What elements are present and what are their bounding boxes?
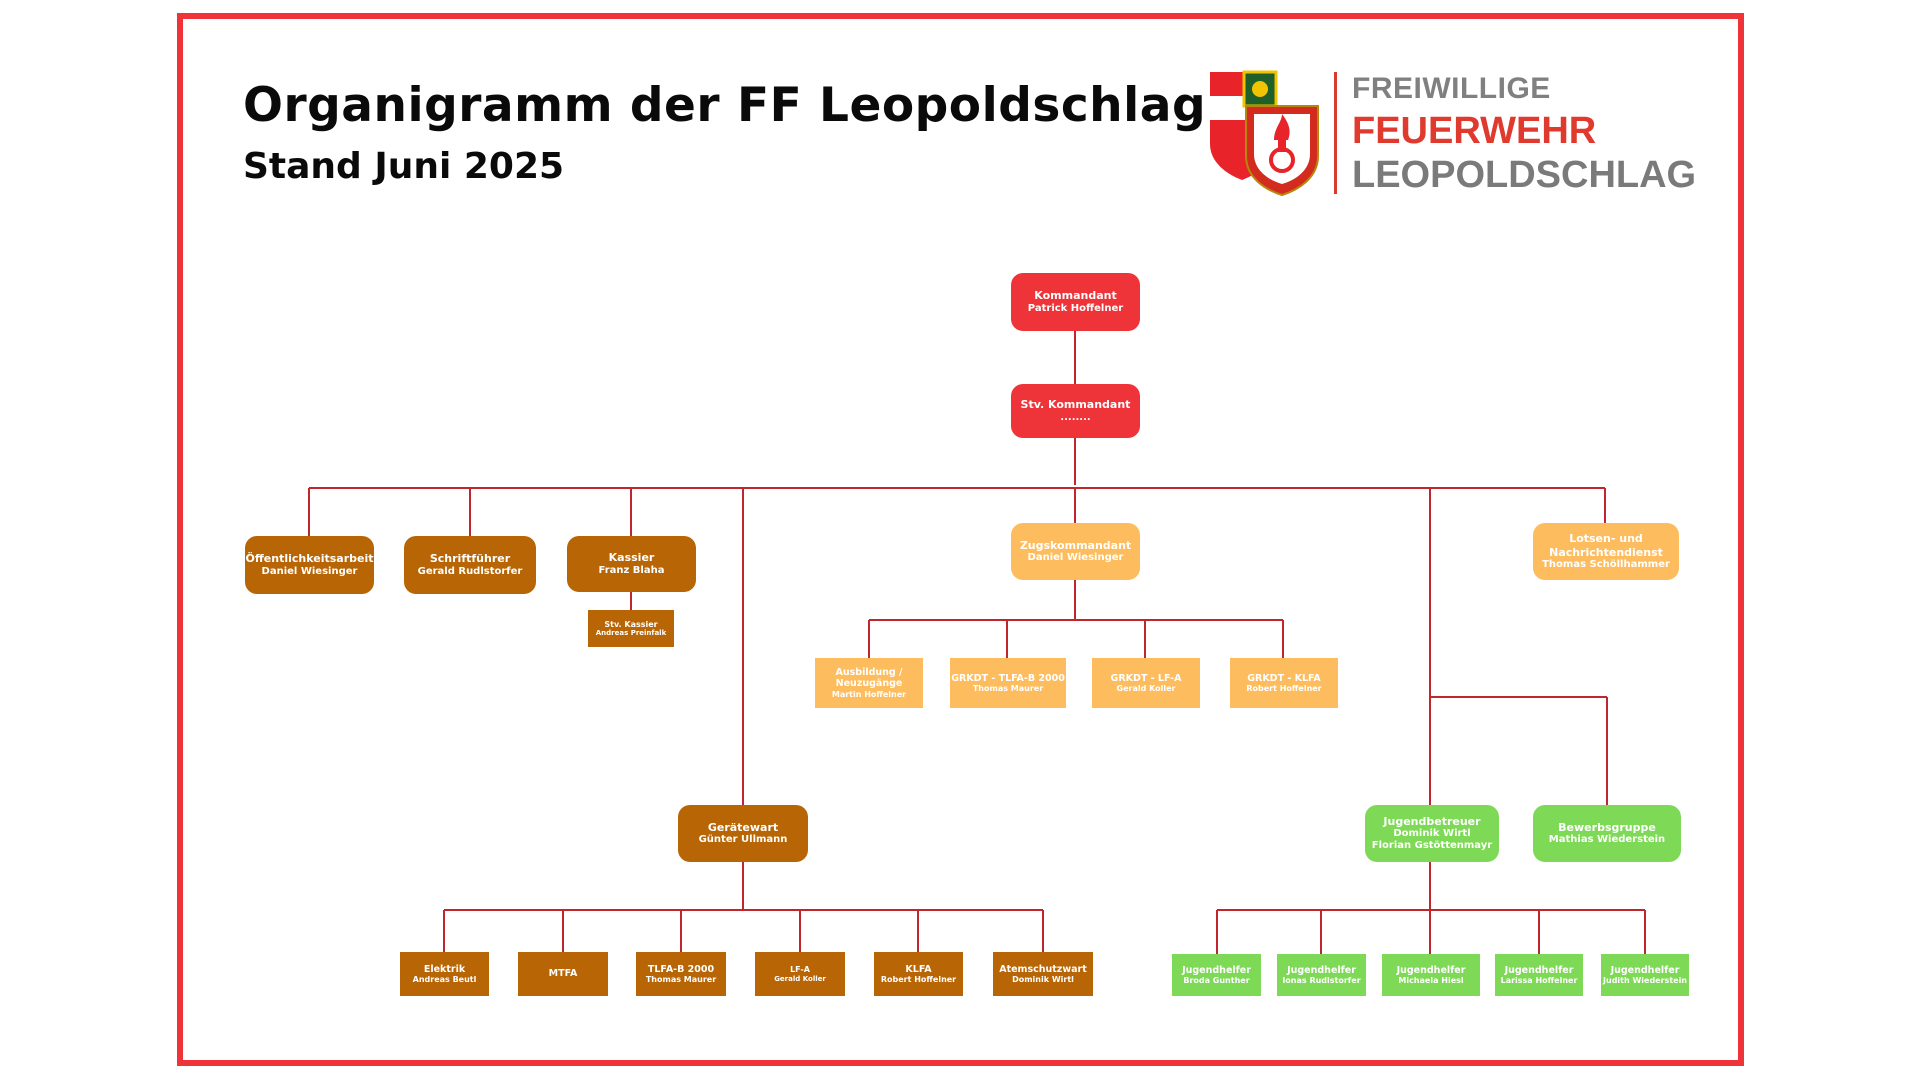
node-kassier: Kassier Franz Blaha	[567, 536, 696, 592]
page-subtitle: Stand Juni 2025	[243, 146, 565, 187]
node-tlfa-b-2000: TLFA-B 2000 Thomas Maurer	[636, 952, 726, 996]
page-frame	[177, 13, 1744, 1066]
logo-text-leopoldschlag: LEOPOLDSCHLAG	[1352, 154, 1697, 196]
logo-text-feuerwehr: FEUERWEHR	[1352, 110, 1597, 152]
node-grkdt-tlfa-b-2000: GRKDT - TLFA-B 2000 Thomas Maurer	[950, 658, 1066, 708]
node-lotsen-nachrichtendienst: Lotsen- und Nachrichtendienst Thomas Sch…	[1533, 523, 1679, 580]
node-jugendhelfer-3: Jugendhelfer Michaela Hiesl	[1382, 954, 1480, 996]
node-schriftfuehrer: Schriftführer Gerald Rudlstorfer	[404, 536, 536, 594]
node-elektrik: Elektrik Andreas Beutl	[400, 952, 489, 996]
node-zugskommandant: Zugskommandant Daniel Wiesinger	[1011, 523, 1140, 580]
node-jugendbetreuer: Jugendbetreuer Dominik Wirtl Florian Gst…	[1365, 805, 1499, 862]
node-stv-kassier: Stv. Kassier Andreas Preinfalk	[588, 610, 674, 647]
node-geraetewart: Gerätewart Günter Ullmann	[678, 805, 808, 862]
fire-brigade-crest-icon	[1210, 70, 1319, 196]
node-jugendhelfer-4: Jugendhelfer Larissa Hoffelner	[1495, 954, 1583, 996]
node-atemschutzwart: Atemschutzwart Dominik Wirtl	[993, 952, 1093, 996]
page-title: Organigramm der FF Leopoldschlag	[243, 78, 1207, 133]
node-bewerbsgruppe: Bewerbsgruppe Mathias Wiederstein	[1533, 805, 1681, 862]
node-ausbildung-neuzugaenge: Ausbildung / Neuzugänge Martin Hoffelner	[815, 658, 923, 708]
node-stv-kommandant: Stv. Kommandant ........	[1011, 384, 1140, 438]
node-grkdt-klfa: GRKDT - KLFA Robert Hoffelner	[1230, 658, 1338, 708]
node-mtfa: MTFA	[518, 952, 608, 996]
node-lf-a: LF-A Gerald Koller	[755, 952, 845, 996]
node-jugendhelfer-2: Jugendhelfer Ionas Rudlstorfer	[1277, 954, 1366, 996]
node-jugendhelfer-5: Jugendhelfer Judith Wiederstein	[1601, 954, 1689, 996]
logo-divider	[1334, 72, 1337, 194]
node-grkdt-lf-a: GRKDT - LF-A Gerald Koller	[1092, 658, 1200, 708]
logo-text-freiwillige: FREIWILLIGE	[1352, 72, 1551, 105]
node-jugendhelfer-1: Jugendhelfer Broda Gunther	[1172, 954, 1261, 996]
node-kommandant: Kommandant Patrick Hoffelner	[1011, 273, 1140, 331]
node-klfa: KLFA Robert Hoffelner	[874, 952, 963, 996]
node-oeffentlichkeitsarbeit: Öffentlichkeitsarbeit Daniel Wiesinger	[245, 536, 374, 594]
